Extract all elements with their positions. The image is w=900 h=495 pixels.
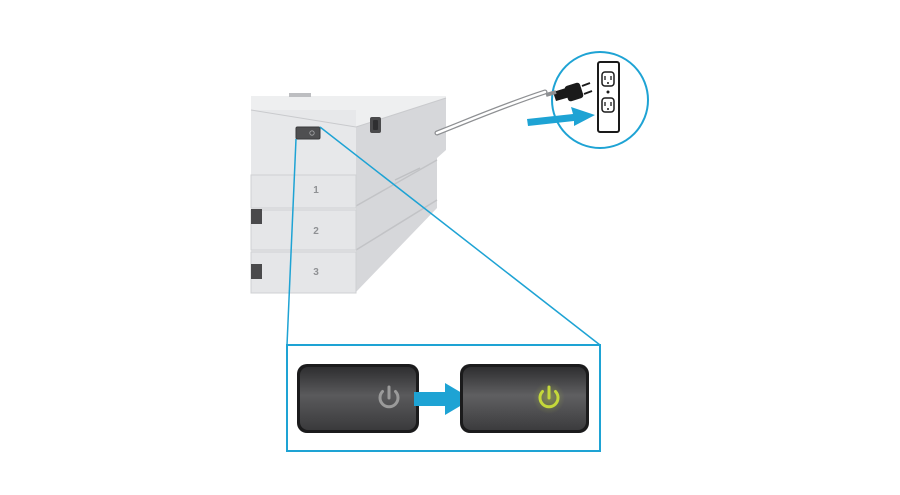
power-plug-icon: [545, 82, 593, 102]
tray-1-label: 1: [313, 185, 319, 196]
tray-2-label: 2: [313, 226, 319, 237]
power-button-on: [460, 364, 589, 433]
outlet-callout: [527, 51, 649, 149]
tray-3-handle: [251, 264, 262, 279]
button-zoom-panel: [286, 344, 601, 452]
wall-outlet-icon: [597, 61, 620, 133]
power-icon: [538, 385, 560, 409]
printer-side-panel: [356, 98, 446, 292]
insert-plug-arrow: [527, 107, 595, 126]
tray-3-label: 3: [313, 267, 319, 278]
power-icon: [378, 385, 400, 409]
tray-3: 3: [250, 251, 357, 294]
printer-illustration: 1 2 3: [250, 93, 447, 294]
power-button-off: [297, 364, 419, 433]
tray-1: 1: [250, 174, 357, 209]
printer-power-button: [295, 126, 321, 140]
tray-2: 2: [250, 209, 357, 251]
tray-2-handle: [251, 209, 262, 224]
zoom-callout-lines: [286, 126, 601, 346]
power-transition-arrow: [414, 383, 472, 415]
